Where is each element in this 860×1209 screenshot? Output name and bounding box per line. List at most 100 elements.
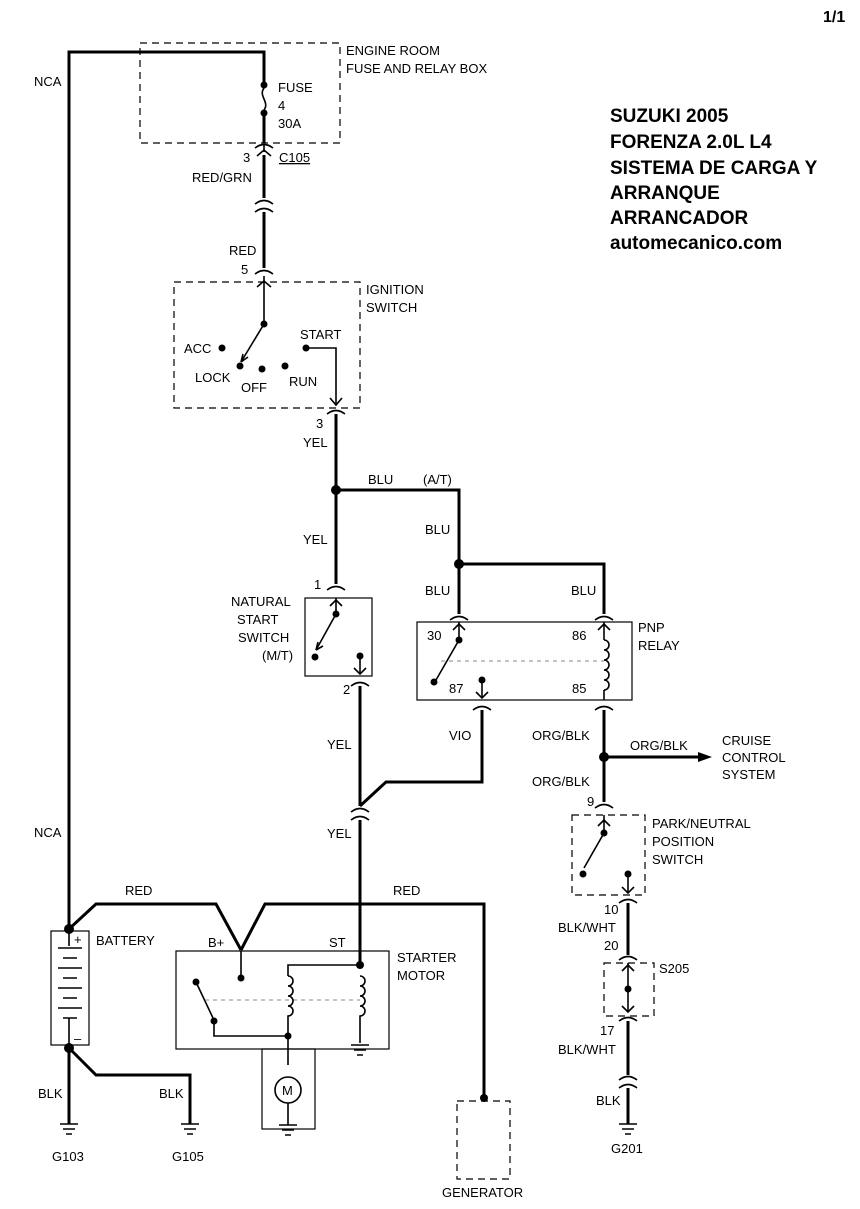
starter-ground-icon: [351, 1044, 369, 1056]
cruise-label-2: CONTROL: [722, 750, 786, 765]
ignition-pos-off: [258, 365, 266, 373]
ground-g201-icon: [619, 1123, 637, 1135]
splice-s205-outline: [603, 962, 655, 1017]
splice-s205: S205: [603, 961, 689, 1017]
wire-label-blk-g201: BLK: [596, 1093, 621, 1108]
wire-vio: [358, 710, 484, 808]
starter-solenoid-contact: [195, 981, 214, 1019]
pn-switch-label-3: SWITCH: [652, 852, 703, 867]
pin-2-nss: 2: [343, 682, 350, 697]
battery: + – BATTERY: [50, 930, 155, 1046]
pin-20: 20: [604, 938, 618, 953]
wire-label-blk-g105: BLK: [159, 1086, 184, 1101]
starter-motor-housing: [261, 1048, 316, 1130]
wire-label-red-battery: RED: [125, 883, 152, 898]
pnp-pin-87: 87: [449, 681, 463, 696]
generator-label: GENERATOR: [442, 1185, 523, 1200]
pin-5-ignition: 5: [241, 262, 248, 277]
title-block: SUZUKI 2005 FORENZA 2.0L L4 SISTEMA DE C…: [610, 106, 818, 254]
wire-label-blk-g103: BLK: [38, 1086, 63, 1101]
ignition-label-acc: ACC: [184, 341, 211, 356]
starter-hold-in-coil-icon: [359, 975, 366, 1043]
yel-splice-connector: [350, 807, 370, 813]
wire-red-generator: [239, 902, 486, 1098]
connector-c105-label: C105: [279, 150, 310, 165]
fuse-box-title-2: FUSE AND RELAY BOX: [346, 61, 487, 76]
splice-label: S205: [659, 961, 689, 976]
title-line-5: ARRANCADOR: [610, 208, 749, 229]
ignition-label-run: RUN: [289, 374, 317, 389]
title-line-1: SUZUKI 2005: [610, 106, 729, 127]
fuse-box: ENGINE ROOM FUSE AND RELAY BOX FUSE 4 30…: [139, 42, 487, 144]
title-line-2: FORENZA 2.0L L4: [610, 132, 772, 153]
generator-outline: [456, 1100, 511, 1180]
starter-st-label: ST: [329, 935, 346, 950]
ignition-pos-run: [281, 362, 289, 370]
nss-label-2: START: [237, 612, 278, 627]
ground-label-g103: G103: [52, 1149, 84, 1164]
starter-title-1: STARTER: [397, 950, 456, 965]
wire-label-yel-nss-in: YEL: [303, 532, 328, 547]
wire-label-red: RED: [229, 243, 256, 258]
pin-3-c105: 3: [243, 150, 250, 165]
ground-g105-icon: [181, 1123, 199, 1135]
fuse-box-title-1: ENGINE ROOM: [346, 43, 440, 58]
natural-start-switch: NATURAL START SWITCH (M/T): [231, 594, 373, 677]
ignition-switch-title-1: IGNITION: [366, 282, 424, 297]
wire-blu-86: [459, 562, 606, 614]
wire-label-org-blk-1: ORG/BLK: [532, 728, 590, 743]
ignition-label-start: START: [300, 327, 341, 342]
fuse-amperage: 30A: [278, 116, 301, 131]
pnp-relay-title-1: PNP: [638, 620, 665, 635]
wire-label-blk-wht-1: BLK/WHT: [558, 920, 616, 935]
title-line-4: ARRANQUE: [610, 183, 720, 204]
wire-label-blu-at: BLU: [368, 472, 393, 487]
nss-label-4: (M/T): [262, 648, 293, 663]
ignition-label-lock: LOCK: [195, 370, 231, 385]
wire-label-red-grn: RED/GRN: [192, 170, 252, 185]
wire-label-nca-bottom: NCA: [34, 825, 62, 840]
fuse-label: FUSE: [278, 80, 313, 95]
pin-9: 9: [587, 794, 594, 809]
nss-label-3: SWITCH: [238, 630, 289, 645]
wire-label-blk-wht-2: BLK/WHT: [558, 1042, 616, 1057]
ignition-switch-title-2: SWITCH: [366, 300, 417, 315]
wire-label-org-blk-2: ORG/BLK: [532, 774, 590, 789]
battery-label: BATTERY: [96, 933, 155, 948]
natural-start-switch-outline: [304, 597, 373, 677]
starter-bplus-label: B+: [208, 935, 224, 950]
wire-label-red-generator: RED: [393, 883, 420, 898]
pin-1-nss: 1: [314, 577, 321, 592]
nss-label-1: NATURAL: [231, 594, 291, 609]
pnp-pin-85: 85: [572, 681, 586, 696]
nss-contact-arm: [315, 613, 337, 651]
wire-label-vio: VIO: [449, 728, 471, 743]
wire-label-nca-top: NCA: [34, 74, 62, 89]
ground-label-g105: G105: [172, 1149, 204, 1164]
ignition-pos-acc: [218, 344, 226, 352]
fuse-number: 4: [278, 98, 285, 113]
wire-nca: [67, 50, 266, 930]
wire-label-at: (A/T): [423, 472, 452, 487]
wire-label-blu-vert: BLU: [425, 522, 450, 537]
pnp-relay-title-2: RELAY: [638, 638, 680, 653]
wire-label-blu-30: BLU: [425, 583, 450, 598]
wire-label-yel-starter: YEL: [327, 826, 352, 841]
ignition-switch-contact-arm: [240, 323, 265, 363]
pn-switch-outline: [571, 814, 646, 896]
pin-10: 10: [604, 902, 618, 917]
wire-blk-g105: [67, 1046, 192, 1124]
title-line-6: automecanico.com: [610, 233, 782, 254]
motor-label: M: [282, 1083, 293, 1098]
pnp-coil-icon: [603, 639, 610, 691]
generator: GENERATOR: [442, 1094, 523, 1200]
wire-label-blu-86: BLU: [571, 583, 596, 598]
pin-17: 17: [600, 1023, 614, 1038]
wire-label-yel-nss-out: YEL: [327, 737, 352, 752]
pnp-relay-outline: [416, 621, 633, 701]
generator-terminal: [480, 1094, 488, 1102]
wire-red-battery: [67, 902, 243, 951]
ignition-label-off: OFF: [241, 380, 267, 395]
starter-motor: STARTER MOTOR B+ ST M: [175, 935, 456, 1136]
